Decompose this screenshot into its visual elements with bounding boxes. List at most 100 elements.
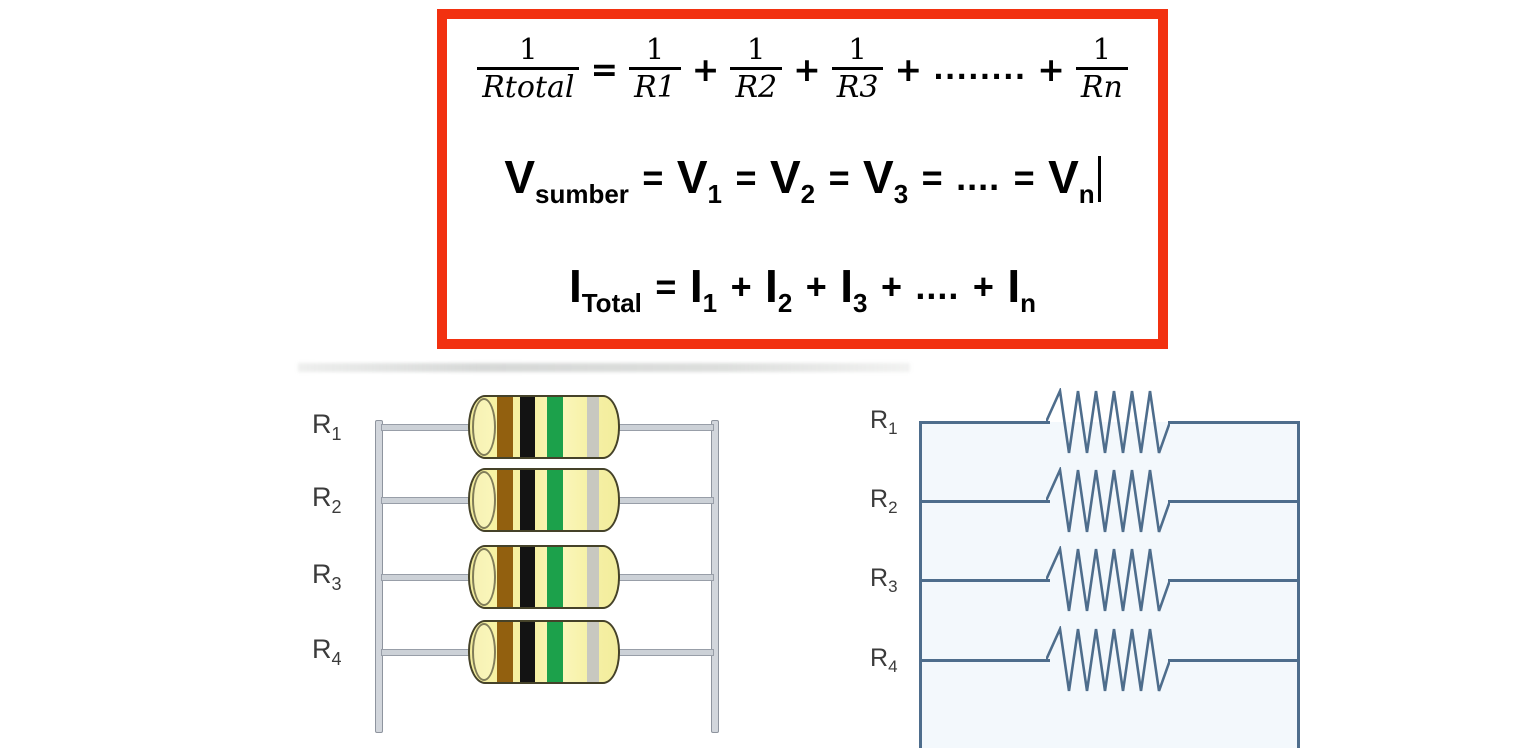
wire: [919, 421, 1050, 424]
fraction-rtotal: 1 Rtotal: [477, 32, 580, 103]
resistor-r1: [468, 395, 620, 459]
in-term: I: [1007, 260, 1021, 312]
formula-line-voltage: Vsumber = V1 = V2 = V3 = .... = Vn: [447, 147, 1158, 209]
wire: [1168, 421, 1300, 424]
ellipsis-dots: ....: [915, 266, 960, 307]
fraction-denominator: R2: [730, 67, 783, 103]
fraction-denominator: Rn: [1075, 67, 1128, 103]
lead-wire: [616, 649, 714, 656]
resistor-end-cap: [472, 623, 496, 681]
label-r3: R3: [312, 559, 342, 594]
right-bus-rail: [1297, 421, 1300, 748]
subscript: Total: [581, 288, 642, 318]
lead-wire: [616, 497, 714, 504]
lead-wire: [381, 649, 474, 656]
resistor-band-green: [547, 547, 563, 607]
image-artifact-strip: [298, 363, 910, 372]
label-r1: R1: [312, 409, 342, 444]
fraction-denominator: Rtotal: [477, 67, 580, 103]
equals-operator: =: [828, 157, 850, 198]
subscript: 1: [707, 179, 723, 209]
fraction-numerator: 1: [645, 32, 665, 66]
resistor-band-brown: [497, 622, 513, 682]
resistor-band-green: [547, 622, 563, 682]
i-total-term: I: [568, 260, 582, 312]
plus-operator: +: [793, 49, 821, 89]
wire: [1168, 500, 1300, 503]
resistor-band-brown: [497, 397, 513, 457]
left-bus-rail: [919, 421, 922, 748]
i2-term: I: [765, 260, 778, 312]
resistor-r2: [468, 468, 620, 532]
subscript: n: [1078, 179, 1095, 209]
fraction-numerator: 1: [519, 32, 538, 66]
resistor-band-green: [547, 470, 563, 530]
v-source-term: V: [504, 151, 535, 203]
fraction-rn: 1 Rn: [1075, 32, 1128, 103]
lead-wire: [381, 424, 474, 431]
v1-term: V: [676, 151, 708, 203]
label-r4: R4: [312, 634, 342, 669]
plus-operator: +: [894, 49, 923, 89]
fraction-r3: 1 R3: [831, 32, 884, 103]
v2-term: V: [769, 151, 801, 203]
equals-operator: =: [1013, 157, 1035, 198]
fraction-numerator: 1: [848, 32, 867, 66]
text-cursor: [1097, 156, 1101, 202]
subscript: sumber: [535, 179, 629, 209]
resistor-end-cap: [472, 548, 496, 606]
resistor-symbol-r4: [1046, 626, 1170, 692]
lead-wire: [381, 574, 474, 581]
resistor-band-green: [547, 397, 563, 457]
subscript: 2: [800, 179, 816, 209]
plus-operator: +: [972, 266, 994, 307]
fraction-denominator: R3: [831, 67, 884, 103]
fraction-numerator: 1: [747, 32, 766, 66]
equals-operator: =: [921, 157, 943, 198]
fraction-numerator: 1: [1092, 32, 1112, 66]
resistor-band-silver: [587, 547, 599, 607]
resistor-symbol-r1: [1046, 388, 1170, 454]
i3-term: I: [840, 260, 854, 312]
formula-line-current: ITotal = I1 + I2 + I3 + .... + In: [447, 259, 1158, 318]
lead-wire: [616, 574, 714, 581]
resistor-end-cap: [472, 471, 496, 529]
equals-operator: =: [655, 266, 677, 307]
plus-operator: +: [730, 266, 752, 307]
wire: [1168, 659, 1300, 662]
label-r1: R1: [870, 406, 898, 438]
subscript: 3: [893, 179, 909, 209]
label-r4: R4: [870, 644, 898, 676]
equals-operator: =: [590, 49, 619, 89]
plus-operator: +: [805, 266, 827, 307]
fraction-denominator: R1: [629, 67, 681, 103]
wire: [919, 579, 1050, 582]
resistor-band-silver: [587, 397, 599, 457]
resistor-band-black: [520, 622, 535, 682]
formula-box: 1 Rtotal = 1 R1 + 1 R2 + 1 R3 + ........…: [437, 9, 1168, 349]
resistor-band-brown: [497, 547, 513, 607]
resistor-end-cap: [472, 398, 496, 456]
label-r2: R2: [312, 482, 342, 517]
equals-operator: =: [735, 157, 757, 198]
lead-wire: [616, 424, 714, 431]
equals-operator: =: [642, 157, 664, 198]
resistor-band-black: [520, 397, 535, 457]
formula-line-reciprocal-resistance: 1 Rtotal = 1 R1 + 1 R2 + 1 R3 + ........…: [447, 19, 1158, 119]
fraction-r1: 1 R1: [629, 35, 681, 103]
subscript: n: [1020, 288, 1037, 318]
plus-operator: +: [691, 49, 720, 89]
v3-term: V: [863, 151, 894, 203]
lead-wire: [381, 497, 474, 504]
i1-term: I: [689, 260, 703, 312]
subscript: 2: [777, 288, 793, 318]
label-r3: R3: [870, 564, 898, 596]
vn-term: V: [1048, 151, 1079, 203]
fraction-r2: 1 R2: [730, 32, 783, 103]
resistor-band-brown: [497, 470, 513, 530]
resistor-band-silver: [587, 470, 599, 530]
wire: [1168, 579, 1300, 582]
resistor-symbol-r2: [1046, 467, 1170, 533]
ellipsis-dots: ........: [933, 52, 1027, 86]
